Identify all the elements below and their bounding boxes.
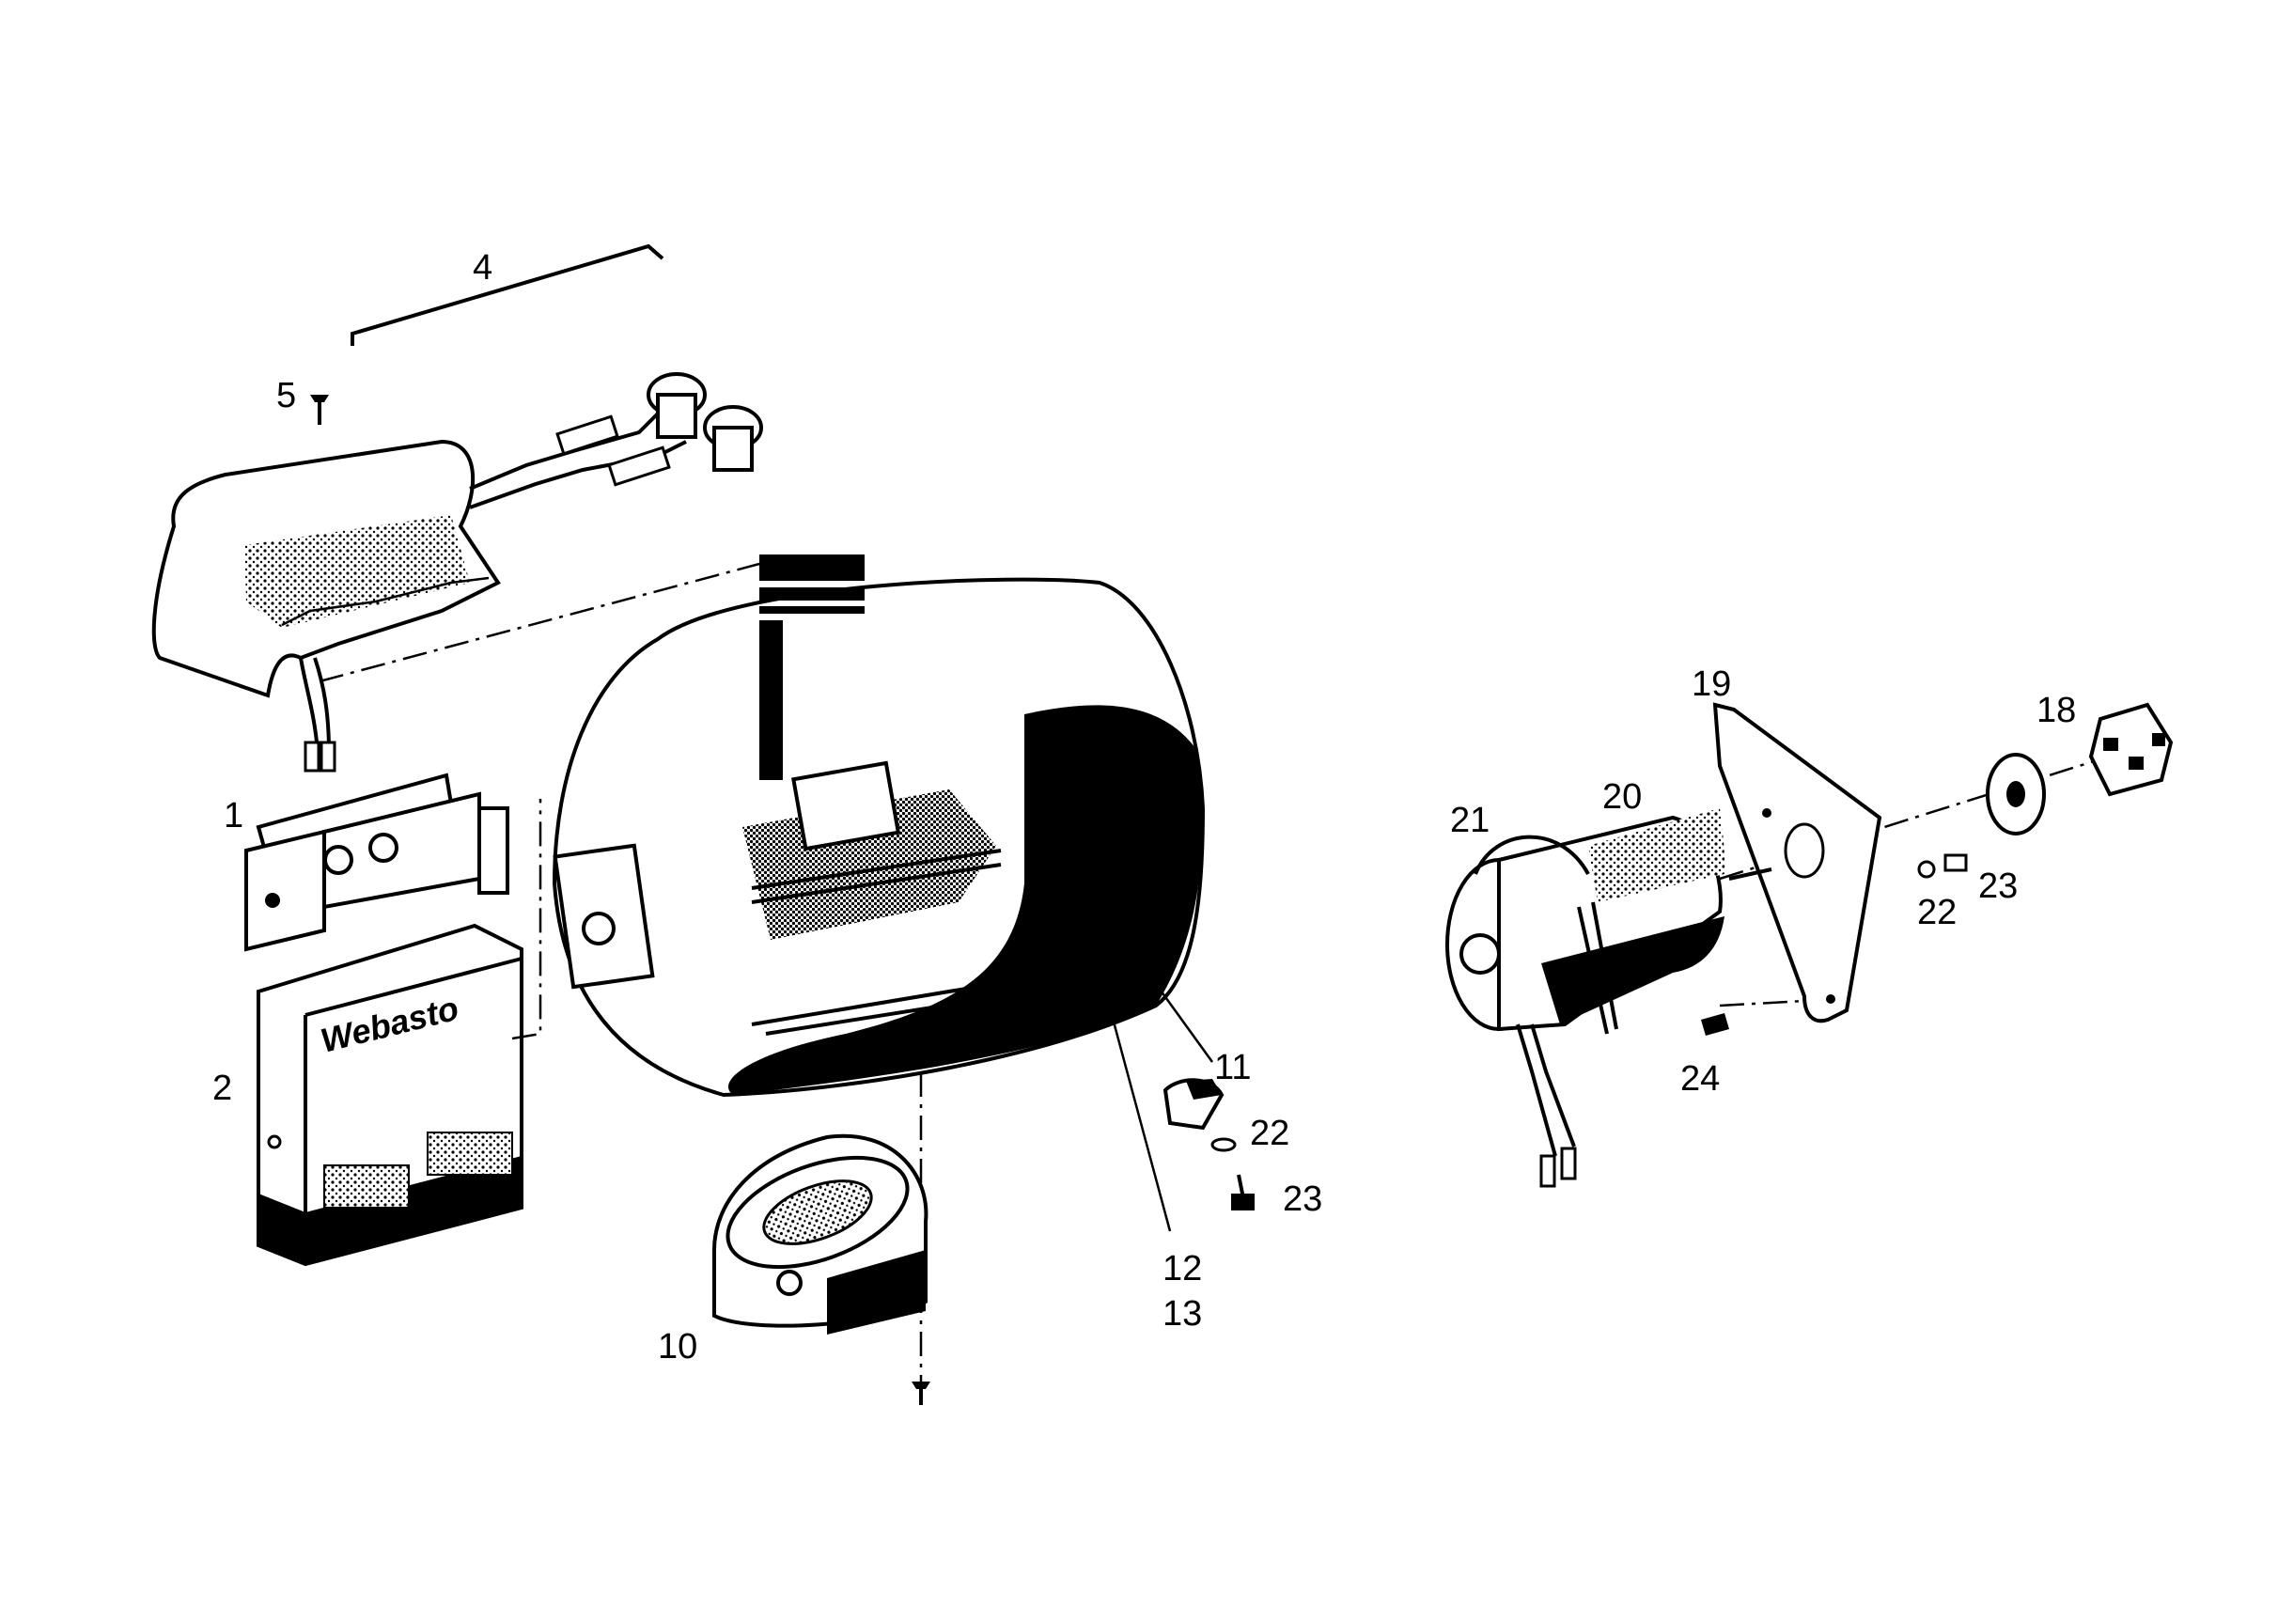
leader-line [319, 562, 760, 683]
assembly-bracket-4 [351, 243, 664, 346]
callout-19: 19 [1692, 664, 1731, 704]
callouts: 4 5 1 2 10 11 22 23 12 13 19 18 20 21 22… [212, 248, 2076, 1366]
callout-20: 20 [1602, 777, 1642, 817]
coupling-hub [1986, 753, 2046, 835]
leader-line [1719, 999, 1805, 1007]
callout-22: 22 [1250, 1114, 1289, 1153]
callout-10: 10 [658, 1327, 697, 1366]
leader-line [1102, 986, 1172, 1232]
spark-plug-cap [647, 372, 763, 472]
heater-housing [552, 554, 1206, 1098]
screw-5 [310, 395, 329, 425]
coupling-18 [2088, 702, 2174, 797]
callout-5: 5 [276, 376, 296, 415]
ignition-lead-assembly [151, 243, 763, 773]
nut-22-right [1917, 860, 1936, 879]
leader-line [1719, 750, 2125, 881]
flange-10 [712, 1133, 928, 1335]
ignition-cover [151, 439, 501, 698]
motor-strap-21 [1474, 835, 1618, 1035]
callout-11: 11 [1214, 1048, 1251, 1087]
mounting-plate-19 [1712, 702, 1882, 1023]
callout-23: 23 [1283, 1179, 1322, 1219]
leader-line [511, 799, 542, 1040]
callout-21: 21 [1450, 801, 1490, 840]
callout-22: 22 [1917, 893, 1957, 932]
clip-11 [1162, 1078, 1225, 1131]
callout-2: 2 [212, 1069, 232, 1108]
screw-bottom [912, 1382, 930, 1405]
bolt-23-right [1943, 853, 1968, 872]
leader-line [1149, 976, 1214, 1063]
washer-22 [1210, 1137, 1237, 1152]
callout-18: 18 [2036, 691, 2076, 730]
blower-motor-20 [1445, 808, 1772, 1032]
bolt-23 [1231, 1174, 1255, 1210]
callout-4: 4 [473, 248, 492, 288]
callout-24: 24 [1680, 1059, 1720, 1099]
mounting-bracket-1 [244, 773, 509, 952]
callout-12: 12 [1162, 1249, 1202, 1288]
callout-13: 13 [1162, 1294, 1202, 1334]
bolt-24 [1701, 1013, 1729, 1036]
control-unit-2: Webasto [257, 923, 523, 1267]
callout-1: 1 [224, 796, 243, 835]
motor-lead [1516, 1023, 1577, 1188]
callout-23: 23 [1978, 867, 2018, 906]
